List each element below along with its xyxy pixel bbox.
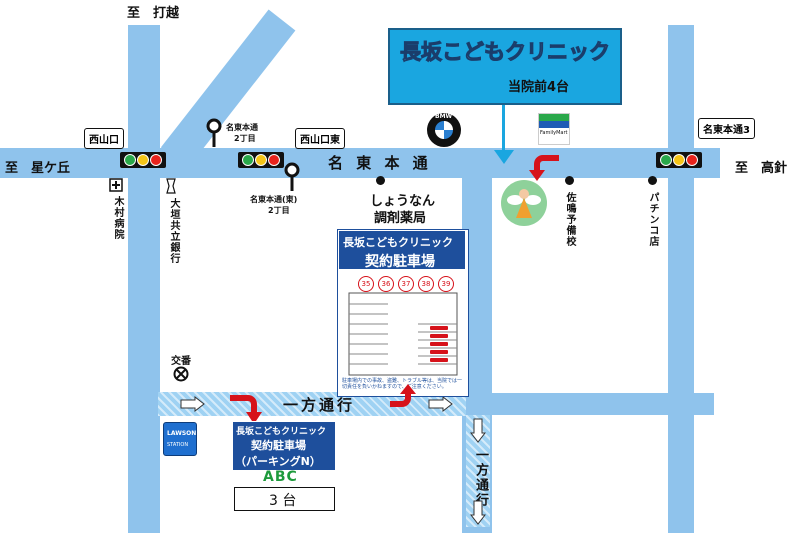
traffic-signal-nishiyamaguchi-east [238, 152, 284, 168]
bus-stop-north-line1: 名東本通 [226, 123, 258, 132]
banner-pointer-head-icon [494, 150, 514, 164]
road-west-vertical [128, 25, 160, 533]
pharmacy-dot [376, 176, 385, 185]
signal-red-icon [150, 154, 163, 166]
contract-parking-note: 駐車場内での事故、盗難、トラブル等は、当院では一切責任を負いかねますので、ご注意… [342, 378, 463, 390]
landmark-police-box: 交番 [171, 356, 191, 367]
parking-space-37: 37 [398, 276, 414, 292]
bus-stop-north-line2: 2丁目 [234, 134, 256, 143]
landmark-pharmacy-line1: しょうなん [370, 194, 436, 209]
bmw-logo-inner-icon [435, 121, 453, 139]
direction-east: 至 高針 [735, 161, 788, 176]
oneway-arrow-4-icon [470, 500, 486, 525]
parking-n-line3: （パーキングN） [235, 455, 321, 468]
direction-west: 至 星ケ丘 [5, 161, 71, 176]
familymart-stripe-blue [539, 121, 569, 128]
traffic-signal-nishiyamaguchi [120, 152, 166, 168]
parking-space-36: 36 [378, 276, 394, 292]
signal-yellow-icon [254, 154, 267, 166]
bus-stop-south-icon [284, 162, 300, 191]
parking-n-count: 3 台 [269, 493, 297, 509]
police-box-icon [173, 366, 189, 382]
intersection-label-nishiyamaguchi: 西山口 [84, 128, 124, 149]
parking-n-arrow-icon [230, 395, 262, 424]
lawson-sign: LAWSON STATION [163, 422, 197, 456]
parking-n-company: ABC [263, 469, 298, 485]
clinic-banner: 長坂こどもクリニック 当院前4台 [388, 28, 622, 105]
road-east-vertical [668, 25, 694, 533]
lawson-text: LAWSON [167, 430, 197, 437]
landmark-kimura-hospital: 木村病院 [112, 196, 123, 240]
parking-note: 当院前4台 [508, 80, 570, 95]
signal-yellow-icon [672, 154, 685, 166]
signal-red-icon [686, 154, 699, 166]
sanaru-dot [565, 176, 574, 185]
signal-yellow-icon [136, 154, 149, 166]
contract-parking-title1: 長坂こどもクリニック [343, 236, 453, 249]
road-diagonal [160, 9, 296, 169]
oneway-arrow-2-icon [428, 396, 453, 412]
familymart-stripe-green [539, 114, 569, 121]
signal-green-icon [659, 154, 672, 166]
parking-space-numbers: 35 36 37 38 39 [358, 276, 454, 292]
landmark-ogaki-bank: 大垣共立銀行 [168, 198, 179, 264]
intersection-label-meito-3: 名東本通3 [698, 118, 755, 139]
landmark-pharmacy-line2: 調剤薬局 [374, 211, 427, 226]
landmark-sanaru-school: 佐鳴予備校 [564, 192, 575, 247]
bus-stop-south-line2: 2丁目 [268, 206, 290, 215]
familymart-logo: FamilyMart [538, 113, 570, 145]
clinic-building-icon [501, 180, 547, 226]
oneway-label-vertical: 一方通行 [473, 448, 488, 508]
parking-space-35: 35 [358, 276, 374, 292]
bus-stop-north-icon [206, 118, 222, 147]
parking-n-line2: 契約駐車場 [251, 439, 306, 452]
angel-icon [507, 189, 541, 218]
parking-space-39: 39 [438, 276, 454, 292]
intersection-label-nishiyamaguchi-east: 西山口東 [295, 128, 345, 149]
oneway-arrow-3-icon [470, 418, 486, 443]
road-name-meito: 名 東 本 通 [328, 154, 432, 172]
signal-green-icon [123, 154, 136, 166]
parking-entry-arrow-icon [390, 384, 416, 407]
clinic-name-title: 長坂こどもクリニック [400, 40, 611, 65]
road-south-east-stub [490, 393, 714, 415]
pachinko-dot [648, 176, 657, 185]
signal-red-icon [268, 154, 281, 166]
contract-parking-title2: 契約駐車場 [365, 254, 435, 270]
parking-lot-diagram [348, 292, 458, 376]
parking-n-count-box: 3 台 [234, 487, 335, 511]
clinic-arrow-icon [529, 155, 559, 181]
parking-n-sign: 長坂こどもクリニック 契約駐車場 （パーキングN） [232, 421, 336, 471]
contract-parking-panel: 長坂こどもクリニック 契約駐車場 35 36 37 38 39 [337, 229, 469, 397]
hospital-icon [109, 178, 123, 192]
traffic-signal-meito-3 [656, 152, 702, 168]
bmw-text: BMW [435, 113, 453, 120]
banner-pointer [502, 105, 505, 155]
bus-stop-south-line1: 名東本通(東) [250, 195, 298, 204]
familymart-text: FamilyMart [540, 130, 568, 136]
bank-icon [166, 178, 176, 194]
oneway-label-horizontal: 一方通行 [283, 396, 356, 414]
oneway-arrow-1-icon [180, 396, 205, 412]
lawson-station-text: STATION [167, 442, 189, 448]
landmark-pachinko: パチンコ店 [647, 192, 658, 247]
bmw-logo: BMW [427, 113, 461, 147]
parking-n-line1: 長坂こどもクリニック [236, 427, 327, 437]
contract-parking-header: 長坂こどもクリニック 契約駐車場 [338, 230, 466, 270]
signal-green-icon [241, 154, 254, 166]
parking-space-38: 38 [418, 276, 434, 292]
direction-north: 至 打越 [127, 6, 180, 21]
